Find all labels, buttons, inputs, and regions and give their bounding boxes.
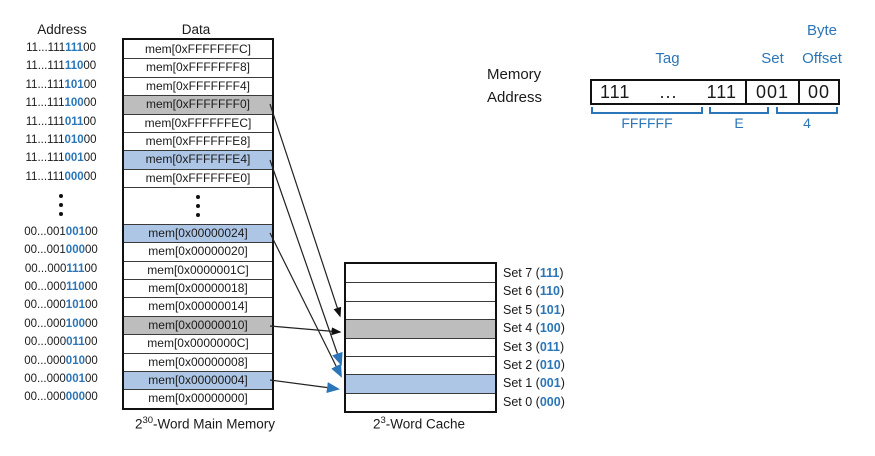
offset-hex-value: 4	[803, 115, 811, 131]
tag-field: 111 ... 111	[592, 81, 745, 103]
set-field: 001	[745, 81, 798, 103]
memory-address-label: 00...00011100	[24, 262, 98, 275]
mapping-arrow	[269, 159, 343, 366]
address-ellipsis	[4, 186, 118, 223]
memory-address-label: 00...00011000	[24, 281, 98, 294]
memory-data-cell: mem[0xFFFFFFF0]	[124, 95, 272, 114]
tag-ellipsis: ...	[659, 81, 678, 102]
memory-address-label: 00...00001100	[24, 336, 98, 349]
cache-set-label: Set 3 (011)	[503, 339, 565, 354]
cache-set-label: Set 6 (110)	[503, 284, 565, 299]
cache-row	[346, 319, 495, 338]
cache-row	[346, 337, 495, 356]
data-column-header: Data	[181, 22, 211, 37]
memory-address-label: 11...11100100	[25, 152, 97, 165]
e-hex-value: E	[734, 115, 744, 131]
offset-field-label: Offset	[802, 50, 842, 67]
tag-right-bits: 111	[706, 81, 737, 102]
memory-data-cell: mem[0x00000008]	[124, 352, 272, 371]
memory-address-label-line1: Memory	[487, 66, 542, 83]
cache-set-label: Set 7 (111)	[503, 266, 564, 280]
main-memory-caption: 230-Word Main Memory	[95, 415, 315, 432]
cache-row	[346, 264, 495, 282]
caption-base: 2	[134, 416, 143, 432]
memory-address-label: 11...11100000	[25, 170, 97, 183]
byte-offset-field: 00	[798, 81, 838, 103]
memory-address-label: 00...00001000	[24, 354, 98, 367]
memory-address-label-line2: Address	[487, 89, 543, 106]
memory-data-cell: mem[0x00000010]	[124, 315, 272, 335]
memory-address-label: 00...00010000	[24, 317, 98, 330]
caption-exponent: 30	[142, 415, 154, 426]
cache-row	[346, 300, 495, 319]
tag-hex-value: FFFFFF	[621, 115, 673, 131]
memory-data-cell: mem[0xFFFFFFEC]	[124, 113, 272, 132]
memory-data-cell: mem[0xFFFFFFE0]	[124, 168, 272, 187]
memory-address-label: 11...11111100	[26, 42, 96, 54]
memory-address-label: Memory Address	[487, 63, 542, 109]
memory-address-label: 00...00000000	[24, 391, 98, 404]
memory-data-cell: mem[0x0000001C]	[124, 260, 272, 279]
memory-data-cell: mem[0x00000024]	[124, 223, 272, 243]
memory-data-cell: mem[0x0000000C]	[124, 334, 272, 352]
caption-rest: -Word Cache	[385, 416, 466, 432]
memory-address-label: 11...11101000	[25, 133, 97, 146]
mapping-arrow	[269, 232, 342, 378]
set-field-label: Set	[761, 50, 784, 67]
byte-field-label: Byte	[806, 22, 837, 39]
memory-data-cell: mem[0xFFFFFFE4]	[124, 150, 272, 169]
memory-address-label: 11...11111000	[25, 60, 97, 73]
address-column: 11...11111100 11...11111000 11...11110100 1…	[4, 39, 118, 407]
cache-set-label: Set 4 (100)	[503, 321, 565, 336]
memory-address-label: 00...00000100	[24, 373, 98, 386]
memory-data-cell: mem[0xFFFFFFF4]	[124, 76, 272, 95]
memory-address-label: 11...11110100	[25, 78, 97, 91]
memory-address-label: 00...00100100	[24, 225, 98, 238]
memory-data-cell: mem[0x00000004]	[124, 371, 272, 390]
memory-address-label: 11...11110000	[25, 97, 97, 110]
memory-address-label: 00...00100000	[24, 244, 98, 257]
cache-set-label: Set 0 (000)	[503, 394, 565, 409]
memory-address-label: 00...00010100	[24, 299, 98, 312]
cache-table	[344, 262, 497, 414]
main-memory-table: mem[0xFFFFFFFC]mem[0xFFFFFFF8]mem[0xFFFF…	[122, 38, 274, 410]
e-hex-bracket	[709, 107, 769, 114]
memory-address-label: 11...11101100	[25, 115, 97, 128]
cache-caption: 23-Word Cache	[334, 415, 504, 432]
cache-row	[346, 374, 495, 393]
mapping-arrow	[269, 379, 340, 394]
cache-row	[346, 355, 495, 374]
memory-data-cell: mem[0xFFFFFFE8]	[124, 131, 272, 150]
memory-data-cell: mem[0x00000020]	[124, 242, 272, 260]
tag-left-bits: 111	[600, 81, 631, 102]
memory-data-cell: mem[0x00000000]	[124, 389, 272, 407]
mapping-arrow	[269, 103, 342, 318]
cache-row	[346, 282, 495, 300]
cache-set-label: Set 2 (010)	[503, 357, 565, 372]
caption-exponent: 3	[380, 415, 386, 426]
cache-set-labels: Set 7 (111) Set 6 (110) Set 5 (101) Set 4 (…	[503, 264, 565, 411]
memory-ellipsis-row	[124, 187, 272, 224]
memory-data-cell: mem[0x00000018]	[124, 279, 272, 297]
cache-set-label: Set 1 (001)	[503, 376, 565, 391]
memory-address-field-box: 111 ... 111 001 00	[590, 79, 840, 105]
cache-row	[346, 392, 495, 411]
caption-rest: -Word Main Memory	[153, 416, 276, 432]
cache-set-label: Set 5 (101)	[503, 302, 565, 317]
memory-data-cell: mem[0xFFFFFFF8]	[124, 58, 272, 76]
memory-data-cell: mem[0xFFFFFFFC]	[145, 42, 251, 56]
caption-base: 2	[372, 416, 381, 432]
address-column-header: Address	[37, 22, 87, 37]
tag-field-label: Tag	[655, 50, 680, 67]
memory-data-cell: mem[0x00000014]	[124, 297, 272, 315]
mapping-arrow	[269, 325, 342, 336]
tag-hex-bracket	[591, 107, 703, 114]
offset-hex-bracket	[776, 107, 838, 114]
